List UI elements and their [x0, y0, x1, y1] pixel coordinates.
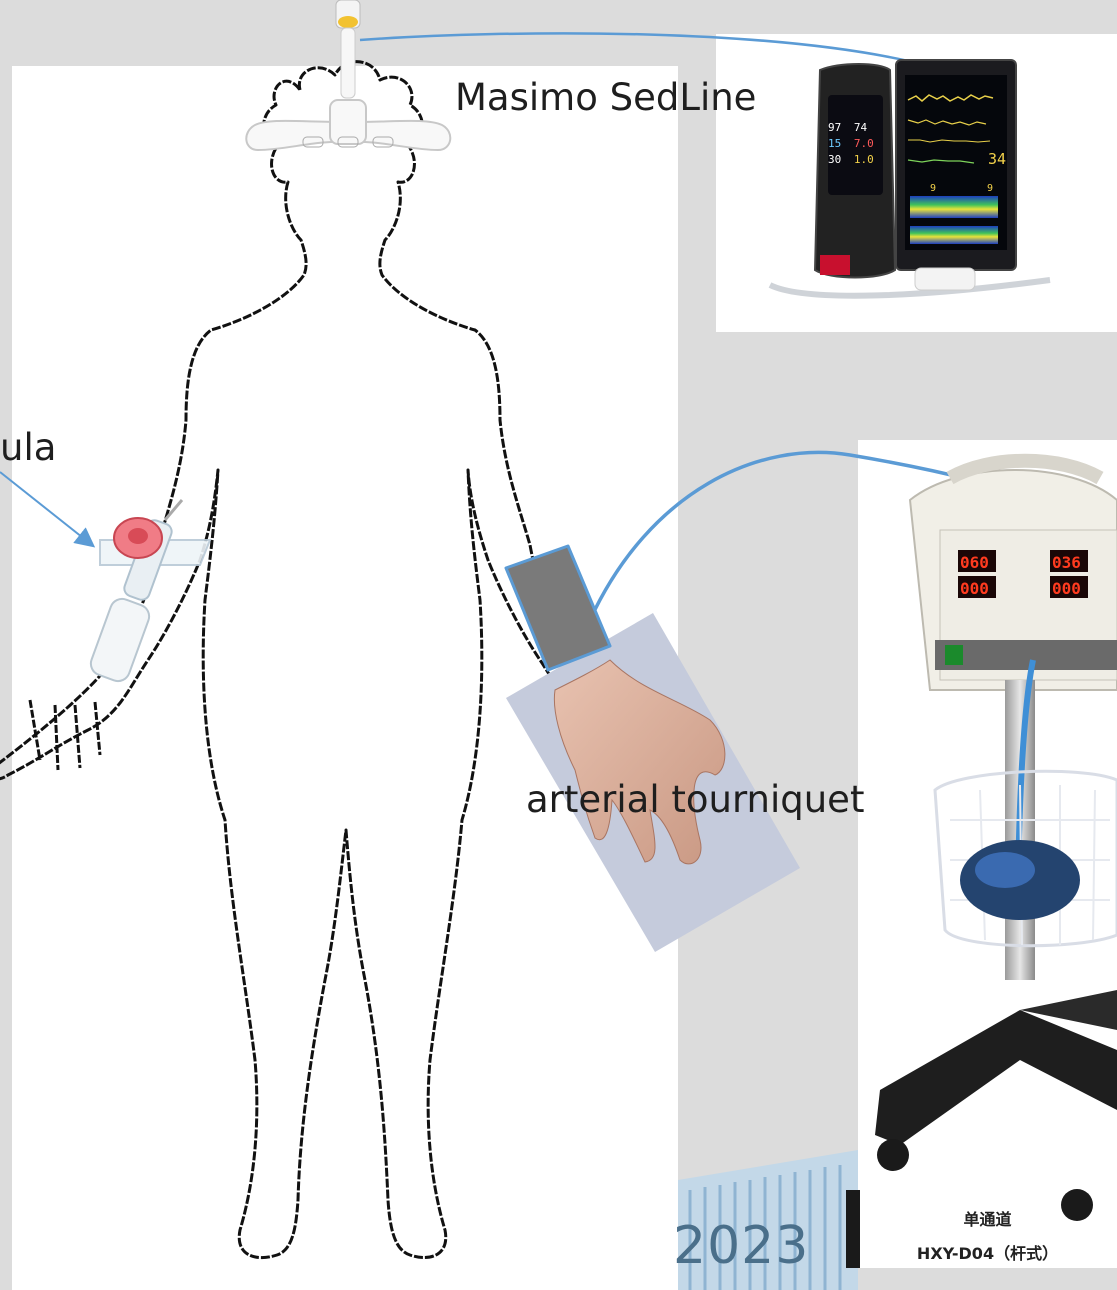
sedline-sensor — [246, 0, 450, 150]
readout-r1a: 97 — [828, 121, 841, 134]
readout-r2b: 7.0 — [854, 137, 874, 150]
device-caption-line1: 单通道 — [858, 1206, 1117, 1230]
tourniquet-display-2: 000 — [960, 579, 989, 598]
monitor-s1: 9 — [930, 183, 936, 194]
label-masimo-sedline: Masimo SedLine — [455, 76, 756, 119]
label-arterial-tourniquet: arterial tourniquet — [526, 778, 864, 821]
device-caption: 单通道 HXY-D04（杆式） — [858, 1204, 1117, 1268]
cannula-arrow — [0, 472, 92, 545]
sedline-monitor-image — [770, 60, 1050, 296]
readout-r1b: 74 — [854, 121, 867, 134]
monitor-readouts: 97 74 15 7.0 30 1.0 — [828, 120, 888, 168]
tourniquet-display-4: 000 — [1052, 579, 1081, 598]
tourniquet-display-3: 036 — [1052, 553, 1081, 572]
device-caption-line2: HXY-D04（杆式） — [858, 1240, 1117, 1264]
tourniquet-machine-image — [875, 461, 1117, 1221]
readout-r2a: 15 — [828, 137, 841, 150]
pressure-cuff — [506, 546, 610, 670]
label-cannula: ula — [0, 426, 56, 469]
monitor-s2: 9 — [987, 183, 993, 194]
readout-r3b: 1.0 — [854, 153, 874, 166]
monitor-side-value: 34 — [988, 150, 1006, 168]
year-label: 2023 — [673, 1216, 809, 1276]
tourniquet-display-1: 060 — [960, 553, 989, 572]
readout-r3a: 30 — [828, 153, 841, 166]
